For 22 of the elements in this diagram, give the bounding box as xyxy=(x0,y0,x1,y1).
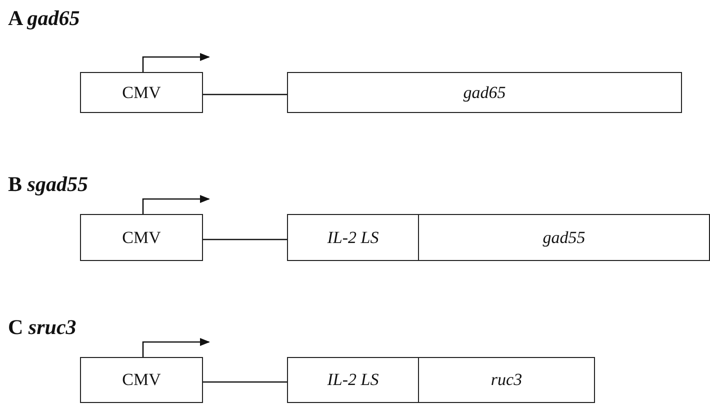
panel-heading: C sruc3 xyxy=(8,315,76,340)
gene-label: IL-2 LS xyxy=(327,228,379,248)
promoter-label: CMV xyxy=(122,82,161,102)
promoter-box xyxy=(80,357,203,403)
promoter-box xyxy=(80,214,203,261)
promoter-label: CMV xyxy=(122,228,161,248)
gene-box xyxy=(287,214,419,261)
gene-label: IL-2 LS xyxy=(327,370,379,390)
gene-label: ruc3 xyxy=(490,370,522,390)
gene-label: gad55 xyxy=(542,228,586,248)
panel-heading: A gad65 xyxy=(8,6,80,31)
connector-line xyxy=(203,94,287,96)
panel-heading: B sgad55 xyxy=(8,172,88,197)
gene-box xyxy=(418,357,595,403)
gene-box xyxy=(418,214,710,261)
promoter-label: CMV xyxy=(122,370,161,390)
connector-line xyxy=(203,238,287,240)
connector-line xyxy=(203,381,287,383)
gene-box xyxy=(287,357,419,403)
gene-box xyxy=(287,72,682,113)
gene-label: gad65 xyxy=(463,82,506,102)
promoter-box xyxy=(80,72,203,113)
